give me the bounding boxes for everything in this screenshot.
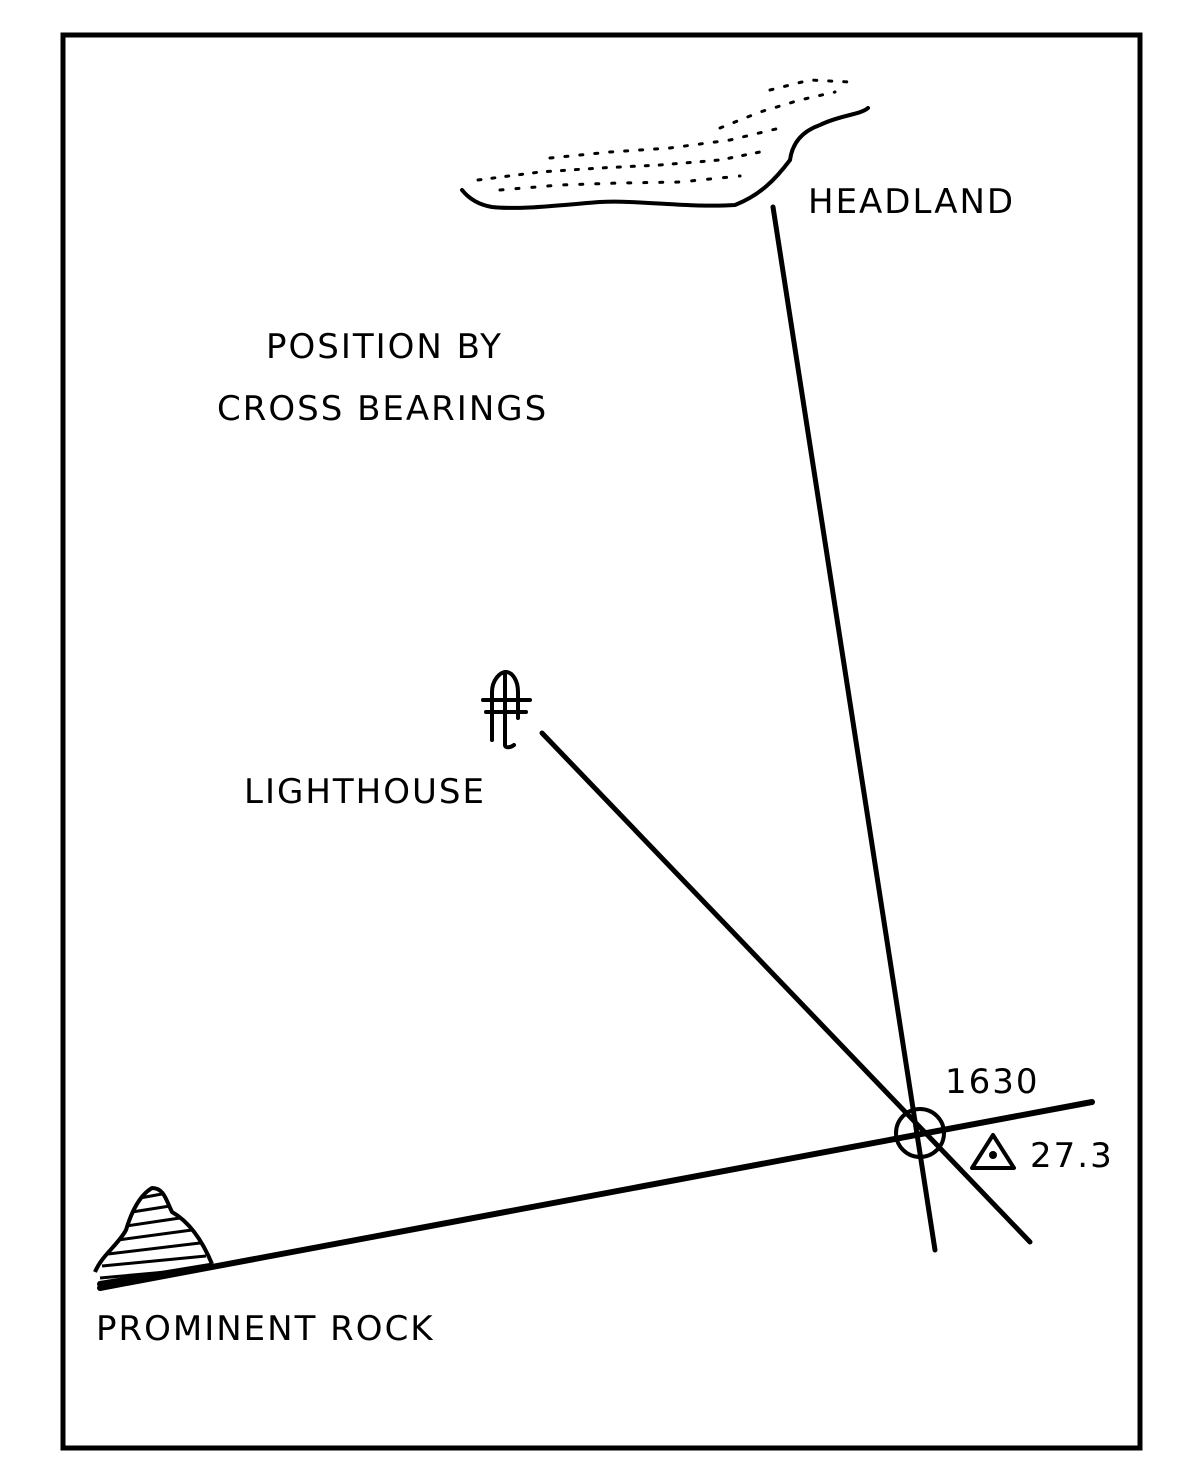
- lighthouse-label: LIGHTHOUSE: [244, 772, 486, 812]
- prominent-rock-label: PROMINENT ROCK: [96, 1309, 435, 1349]
- triangle-marker-icon: [970, 1133, 1016, 1170]
- headland-label: HEADLAND: [808, 182, 1015, 222]
- lighthouse-icon: [481, 670, 532, 750]
- title-line-1: POSITION BY: [266, 327, 503, 367]
- fix-circle-icon: [894, 1107, 946, 1159]
- bearing-line-lighthouse: [539, 730, 1033, 1245]
- bearing-line-rock: [97, 1099, 1095, 1291]
- fix-time-label: 1630: [945, 1062, 1040, 1102]
- bearing-line-headland: [770, 204, 938, 1253]
- rock-icon: [93, 1186, 214, 1287]
- title-line-2: CROSS BEARINGS: [217, 389, 548, 429]
- headland-coastline-icon: [460, 78, 870, 210]
- figure-border: [60, 32, 1143, 1451]
- dr-log-label: 27.3: [1030, 1136, 1114, 1176]
